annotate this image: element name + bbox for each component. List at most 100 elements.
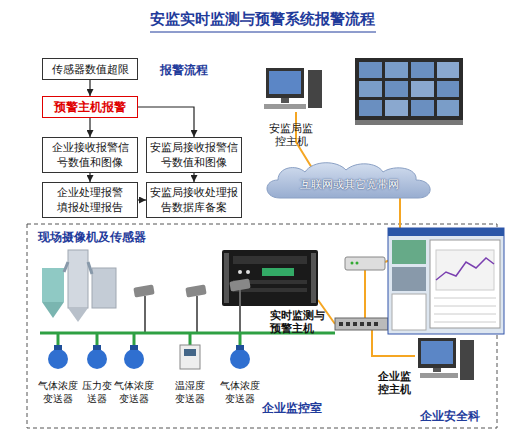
caption-label: 现场摄像机及传感器 (38, 231, 168, 244)
video-wall (437, 81, 459, 97)
sensor-symbol (93, 345, 101, 350)
camera-symbol (133, 284, 154, 297)
dust-collector (42, 250, 116, 322)
software-screenshot (388, 228, 504, 334)
video-wall (385, 62, 408, 78)
server-host (311, 253, 316, 303)
sensor-bus (96, 333, 99, 347)
software-screenshot (434, 306, 496, 307)
process-box: 企业处理报警 填报处理报告 (42, 182, 138, 218)
network-cloud: 互联网或其它宽带网 (260, 160, 438, 202)
enterprise-computer (420, 373, 458, 378)
dust-collector (42, 302, 64, 318)
server-host (224, 253, 229, 303)
camera-symbol (133, 278, 250, 333)
enterprise-computer (418, 338, 456, 368)
network-switch (346, 322, 350, 326)
software-screenshot (436, 250, 494, 290)
node-text: 安监局接收报警信 号数值和图像 (147, 140, 241, 170)
network-switch (339, 322, 343, 326)
dust-collector (64, 262, 68, 272)
server-host (233, 256, 307, 264)
camera-symbol (185, 284, 206, 297)
diagram-title: 安监实时监测与预警系统报警流程 (0, 10, 525, 29)
enterprise-computer (418, 338, 474, 380)
caption-label: 压力变 送器 (75, 379, 119, 405)
node-text: 预警主机报警 (52, 100, 128, 115)
flow-arrow (89, 118, 90, 137)
sensor-symbol (184, 349, 196, 356)
title-underline (150, 32, 376, 33)
caption-label: 温湿度 变送器 (168, 379, 212, 405)
supervisor-computer (264, 104, 306, 109)
software-screenshot (434, 314, 496, 315)
network-switch (353, 322, 357, 326)
server-host (246, 270, 250, 274)
node-text: 企业处理报警 填报处理报告 (43, 185, 137, 215)
caption-label: 报警流程 (160, 64, 230, 77)
dust-collector (92, 268, 116, 308)
sensor-symbol (124, 349, 144, 369)
supervisor-computer (269, 71, 301, 94)
supervisor-computer (266, 68, 304, 98)
camera-symbol (239, 290, 241, 333)
caption-label: 企业监控室 (262, 402, 352, 415)
flow-arrow (193, 173, 194, 182)
software-screenshot (434, 298, 496, 299)
camera-symbol (144, 296, 146, 333)
video-wall (355, 58, 463, 125)
sensor-symbol (54, 345, 62, 350)
flow-arrow (138, 199, 146, 200)
server-host (262, 268, 294, 276)
software-screenshot (388, 228, 504, 236)
network-switch (374, 322, 378, 326)
sensor-symbol (130, 345, 138, 350)
server-host (238, 270, 242, 274)
enterprise-computer (421, 341, 453, 364)
sensor-bus (57, 333, 60, 347)
software-screenshot (436, 258, 494, 280)
node-text: 企业接收报警信 号数值和图像 (43, 140, 137, 170)
sensor-bus (189, 333, 192, 345)
video-wall (359, 62, 382, 78)
alarm-box: 预警主机报警 (42, 96, 138, 118)
sensor-bus (133, 333, 136, 347)
caption-label: 气体浓度 变送器 (36, 379, 80, 405)
supervisor-computer (308, 70, 322, 108)
camera-symbol (229, 278, 250, 291)
network-switch (335, 318, 388, 330)
node-text: 互联网或其它宽带网 (298, 171, 401, 192)
router-device (356, 262, 359, 265)
node-text: 安监局接收处理报 告数据库备案 (147, 185, 241, 215)
network-switch (335, 318, 388, 330)
video-wall (437, 62, 459, 78)
sensor-symbol (230, 349, 250, 369)
video-wall (385, 81, 408, 97)
caption-label: 实时监测与 预警主机 (270, 309, 330, 335)
video-wall (411, 81, 434, 97)
cloud-outline (267, 163, 430, 198)
router-device (345, 257, 385, 270)
server-host (222, 250, 318, 306)
caption-label: 安监局监 控主机 (264, 122, 318, 148)
enterprise-computer (460, 340, 474, 380)
network-cable (364, 270, 366, 318)
software-screenshot (392, 240, 426, 264)
caption-label: 气体浓度 变送器 (218, 379, 262, 405)
caption-label: 企业安全科 (420, 410, 496, 423)
software-screenshot (430, 240, 500, 328)
dust-collector (68, 250, 88, 308)
video-wall (411, 62, 434, 78)
sensor-symbol (48, 349, 68, 369)
sensor-symbol (48, 345, 250, 369)
network-switch (360, 322, 364, 326)
sensor-symbol (236, 345, 244, 350)
dust-collector (42, 268, 64, 302)
sensor-symbol (180, 345, 200, 369)
video-wall (411, 100, 434, 116)
video-wall (359, 81, 382, 97)
software-screenshot (392, 294, 426, 330)
sensor-symbol (87, 349, 107, 369)
supervisor-computer (281, 98, 289, 103)
